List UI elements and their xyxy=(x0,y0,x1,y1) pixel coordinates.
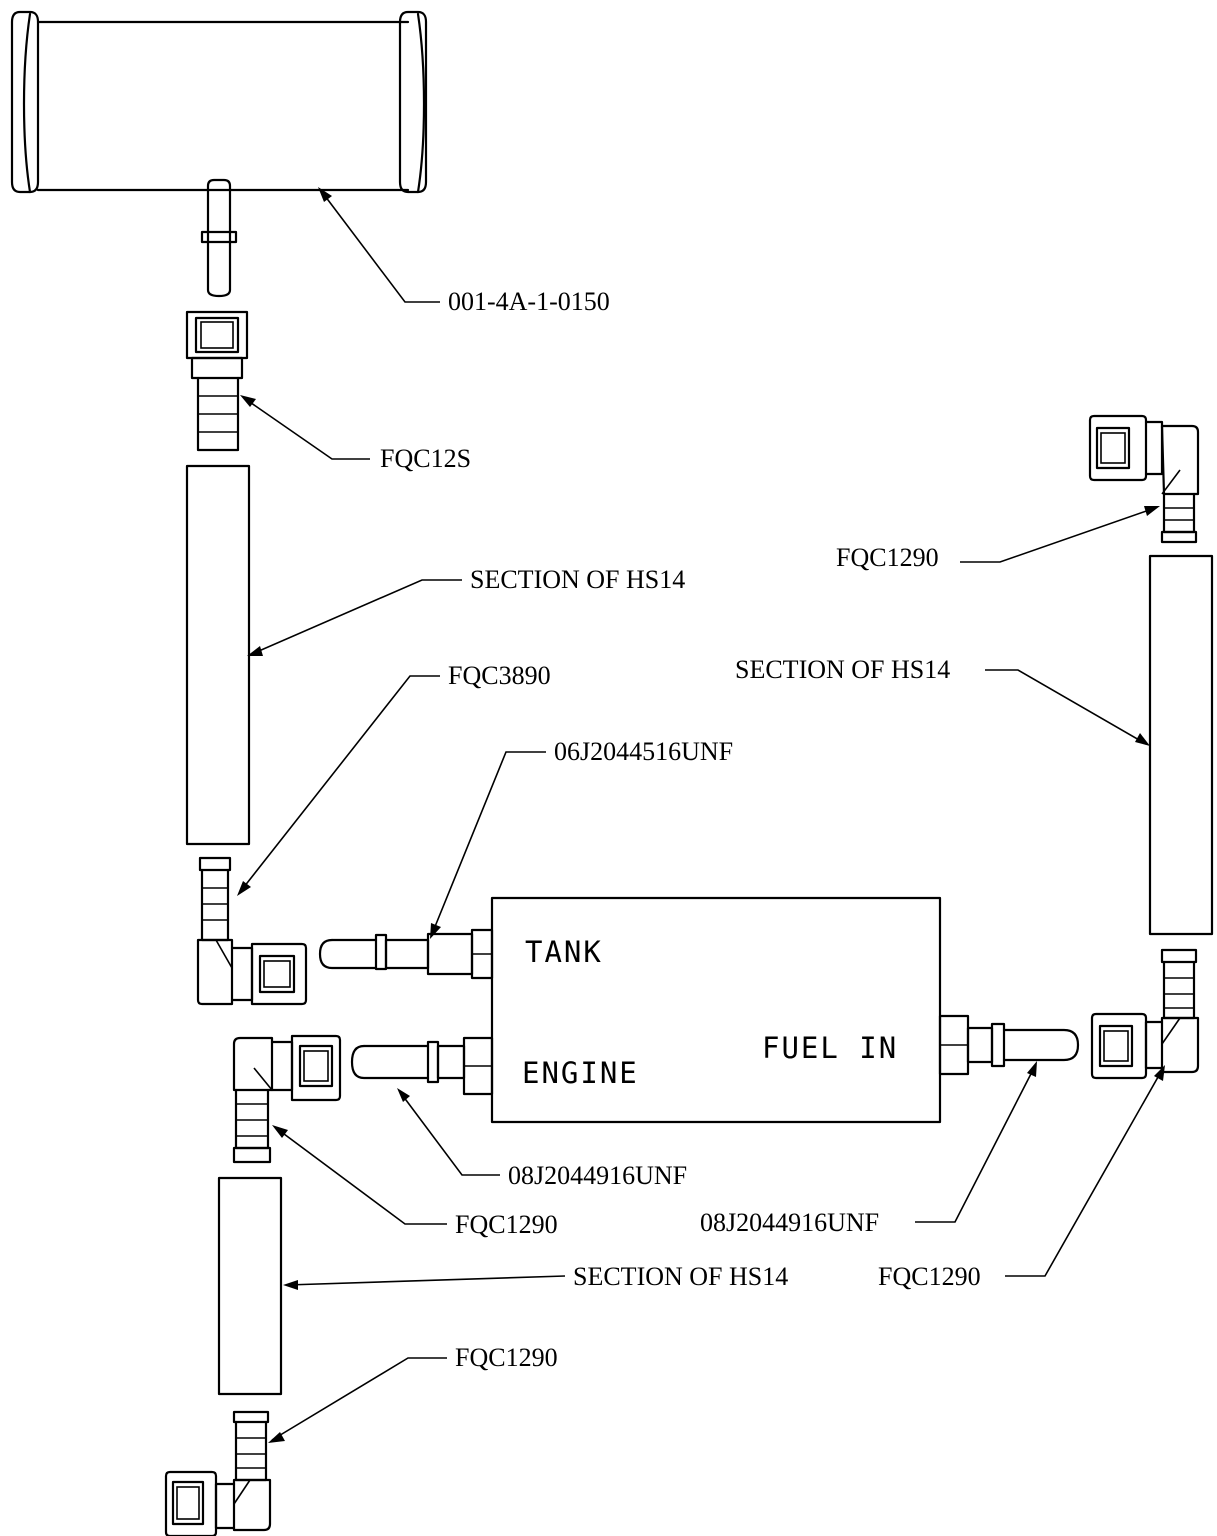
label-08j-engine: 08J2044916UNF xyxy=(508,1161,687,1190)
fqc3890-fitting xyxy=(196,856,308,1006)
tank-cylinder xyxy=(10,10,428,298)
08j-fuel-in-fitting xyxy=(938,1014,1080,1076)
label-fqc12s: FQC12S xyxy=(380,444,471,473)
engine-port-label: ENGINE xyxy=(522,1056,639,1090)
label-fqc3890: FQC3890 xyxy=(448,661,551,690)
fqc1290-lower-left-fitting xyxy=(232,1034,342,1164)
06j-fitting xyxy=(318,928,494,980)
hose-right xyxy=(1148,554,1214,936)
hose-upper-left xyxy=(185,464,251,846)
label-fqc1290-top-right: FQC1290 xyxy=(836,543,939,572)
label-tank-part: 001-4A-1-0150 xyxy=(448,287,610,316)
label-hose-right: SECTION OF HS14 xyxy=(735,655,950,684)
part-labels: 001-4A-1-0150 FQC12S SECTION OF HS14 FQC… xyxy=(380,287,981,1372)
fqc1290-bottom-fitting xyxy=(164,1410,272,1536)
08j-engine-fitting xyxy=(350,1036,494,1096)
hose-lower-left xyxy=(217,1176,283,1396)
label-fqc1290-lower-left: FQC1290 xyxy=(455,1210,558,1239)
label-06j-fitting: 06J2044516UNF xyxy=(554,737,733,766)
label-hose-lower-left: SECTION OF HS14 xyxy=(573,1262,788,1291)
fuel-filter-box: TANK ENGINE FUEL IN xyxy=(490,896,942,1124)
label-hose-upper-left: SECTION OF HS14 xyxy=(470,565,685,594)
fqc1290-top-right-fitting xyxy=(1088,414,1200,544)
fqc1290-bottom-right-fitting xyxy=(1090,948,1200,1080)
label-fqc1290-bottom-right: FQC1290 xyxy=(878,1262,981,1291)
label-08j-fuel-in: 08J2044916UNF xyxy=(700,1208,879,1237)
tank-port-label: TANK xyxy=(525,935,603,969)
fuel-in-port-label: FUEL IN xyxy=(762,1031,898,1065)
label-fqc1290-bottom: FQC1290 xyxy=(455,1343,558,1372)
fqc12s-fitting xyxy=(185,310,249,452)
leader-lines xyxy=(237,187,1165,1443)
